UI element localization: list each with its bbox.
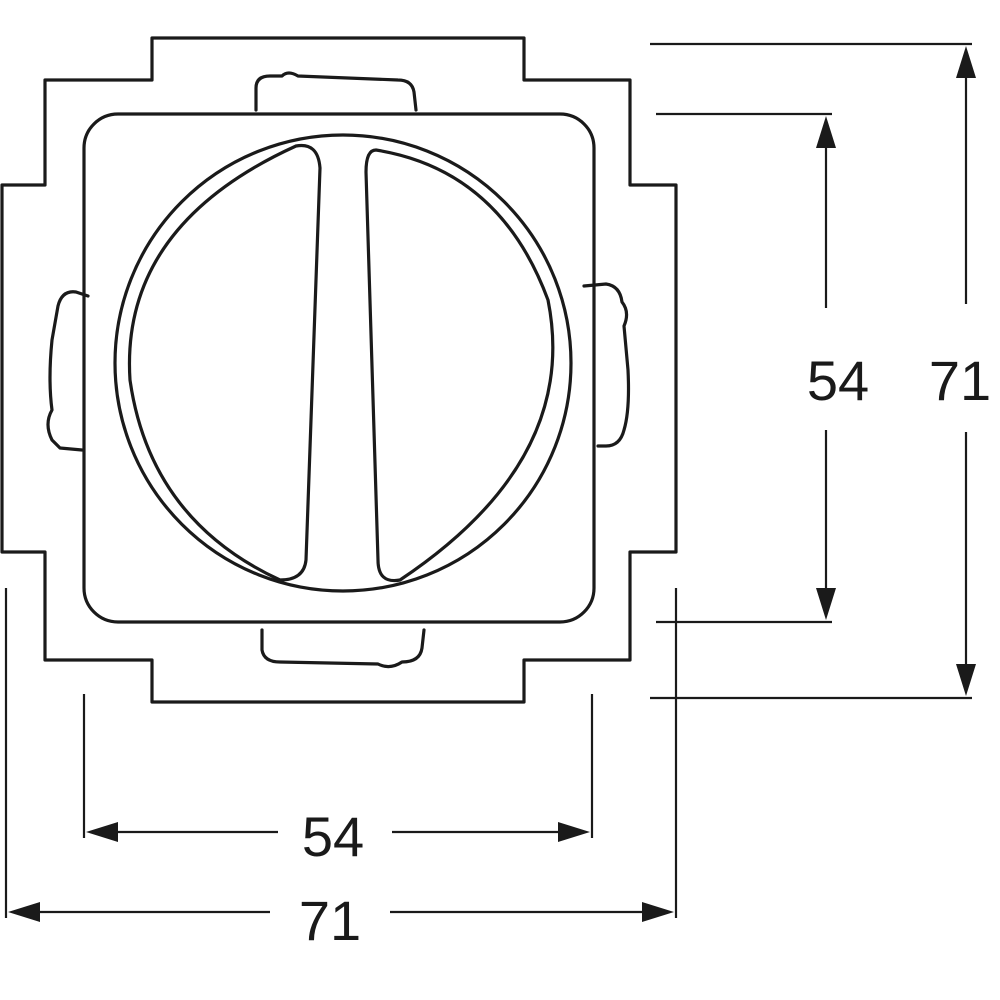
inner-width-label: 54: [302, 805, 364, 868]
arrowhead: [558, 822, 590, 842]
arrowhead: [816, 588, 836, 620]
top-clip: [254, 71, 418, 112]
arrowhead: [956, 46, 976, 78]
arrowhead: [642, 902, 674, 922]
rocker-circle: [113, 133, 573, 593]
arrowhead: [86, 822, 118, 842]
outer-height-label: 71: [929, 349, 991, 412]
dimension-inner-height: 54: [656, 112, 869, 624]
bottom-clip: [260, 628, 426, 669]
right-clip: [582, 282, 631, 448]
cover-plate: [82, 112, 596, 624]
arrowhead: [816, 116, 836, 148]
left-paddle: [127, 143, 322, 582]
outer-width-label: 71: [299, 889, 361, 952]
inner-height-label: 54: [807, 349, 869, 412]
arrowhead: [8, 902, 40, 922]
arrowhead: [956, 664, 976, 696]
left-clip: [46, 290, 90, 452]
dimension-outer-width: 71: [4, 588, 678, 952]
right-paddle: [364, 148, 555, 583]
dimension-outer-height: 71: [650, 42, 991, 700]
mounting-frame-outline: [0, 36, 678, 704]
dimension-inner-width: 54: [82, 694, 594, 868]
